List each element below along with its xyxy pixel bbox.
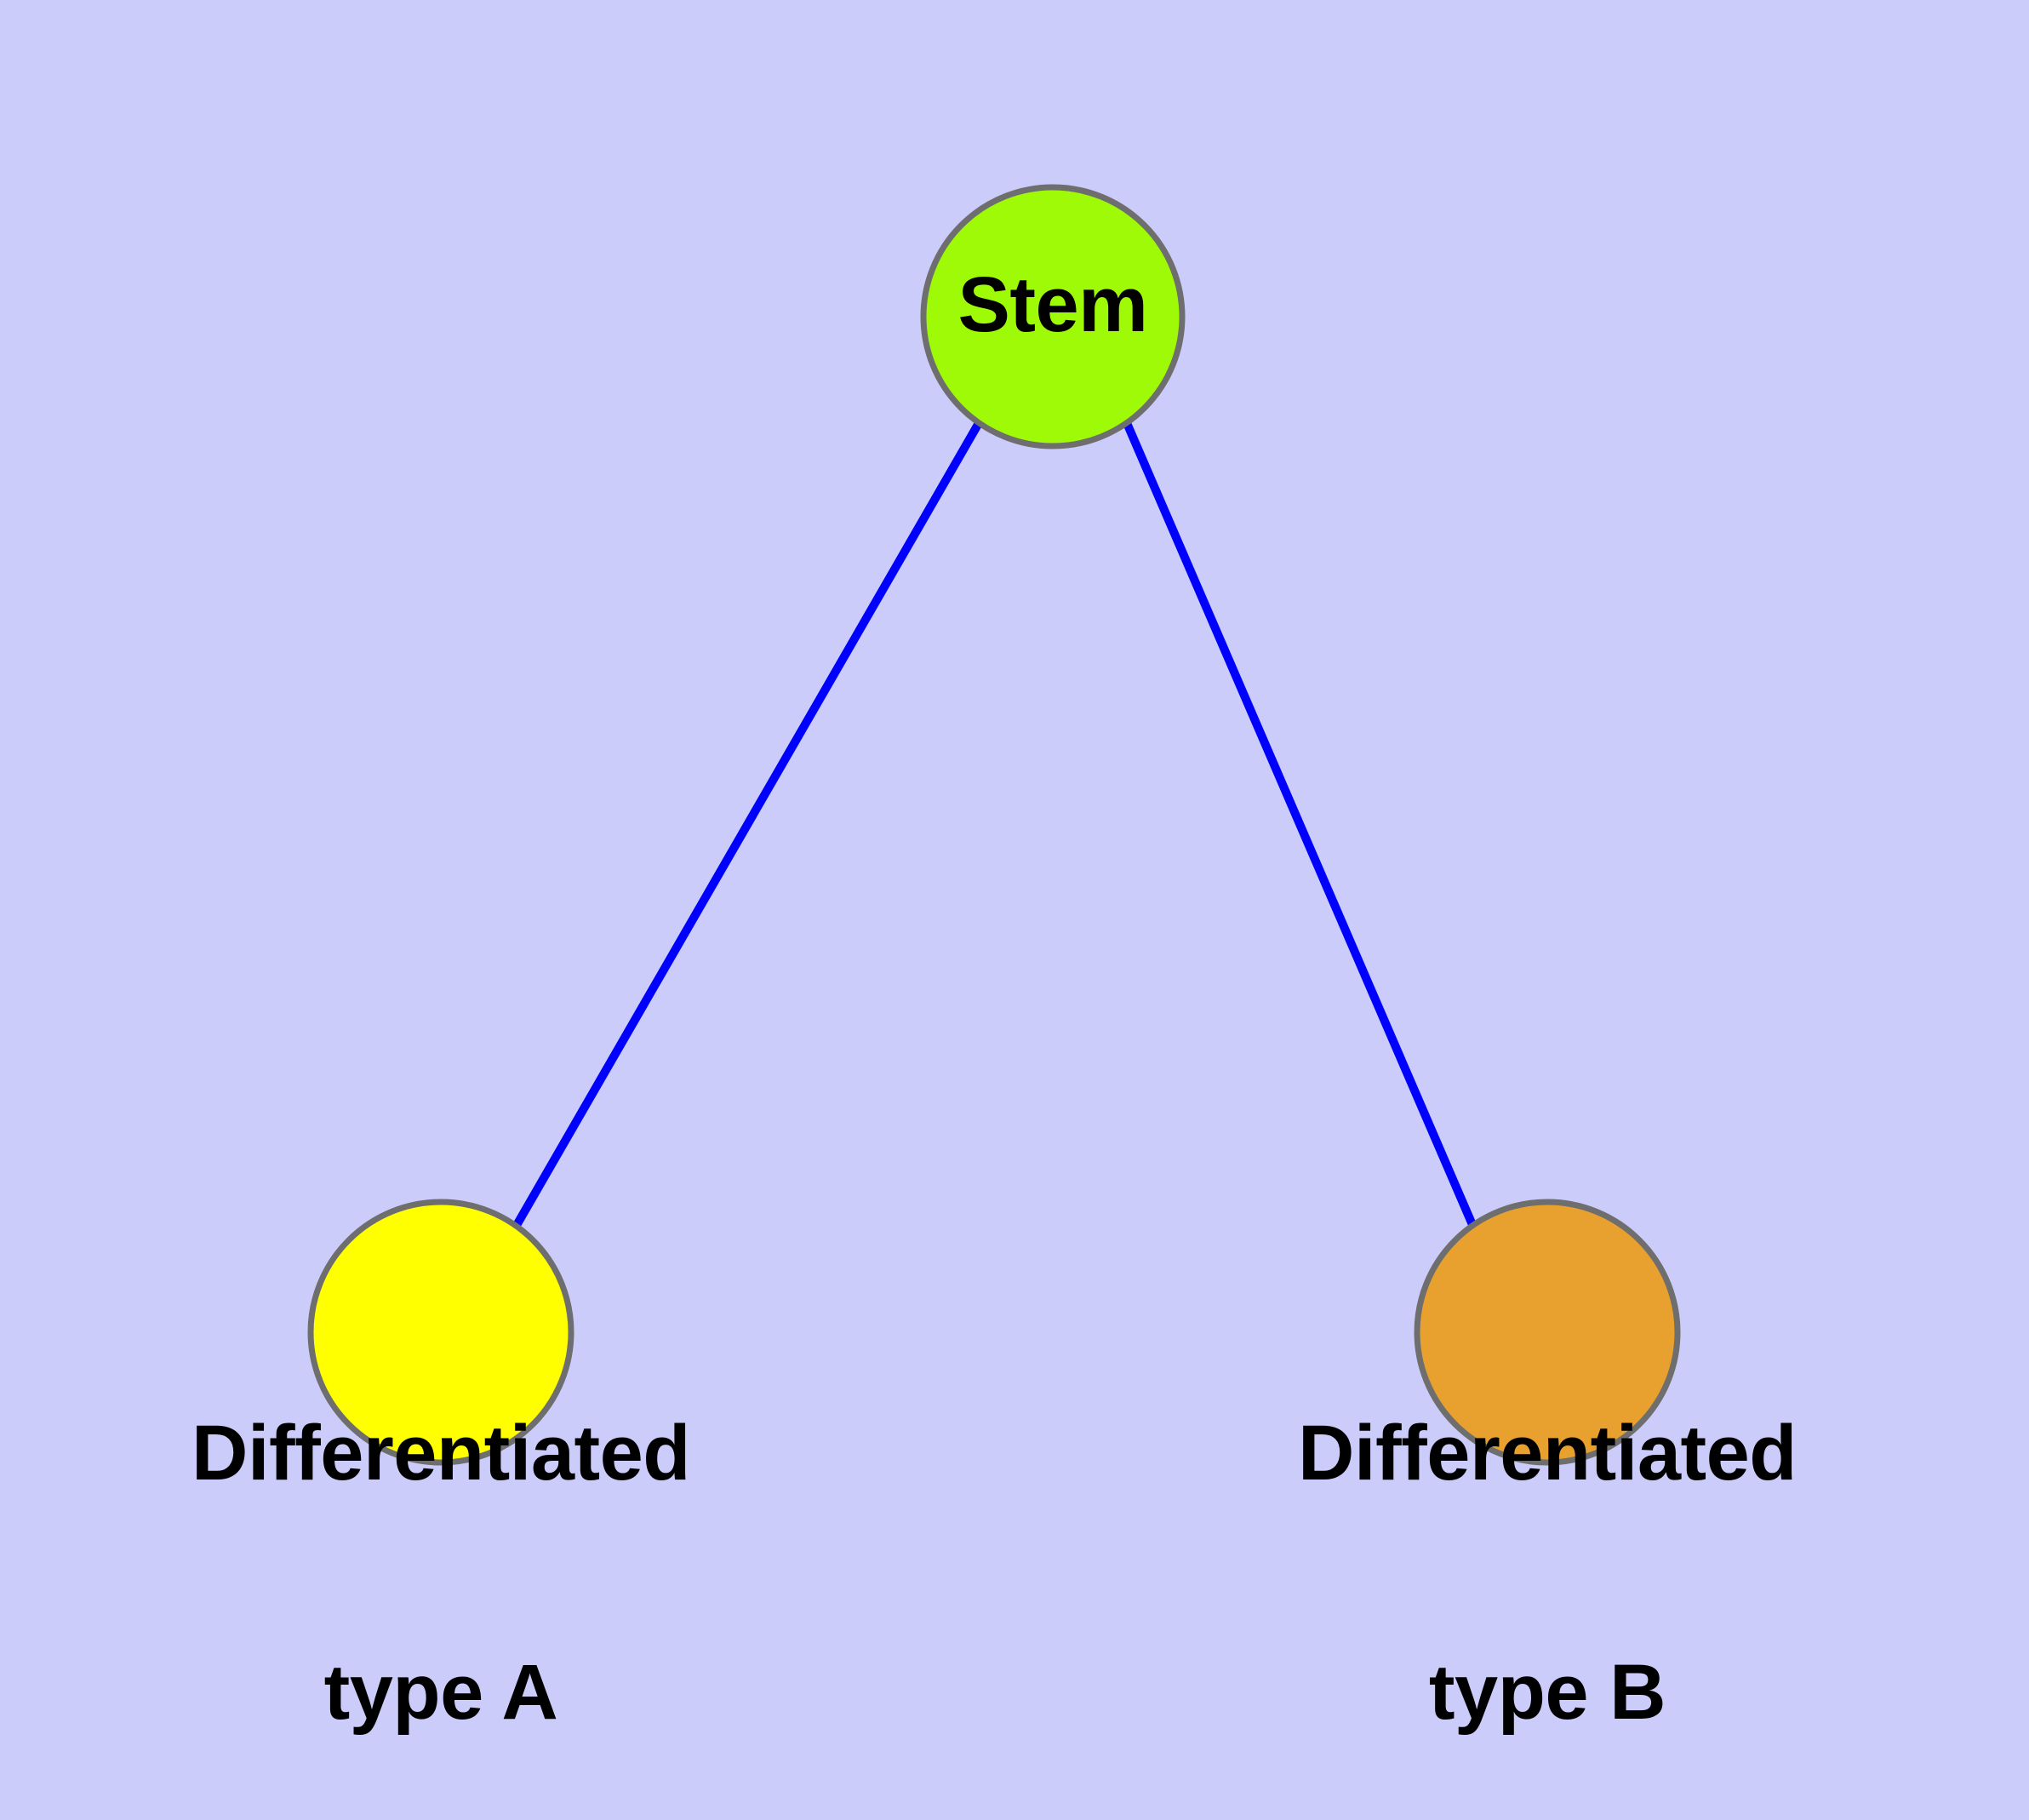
node-stem[interactable]	[920, 184, 1186, 449]
edge-stem-to-type-b[interactable]	[1123, 419, 1477, 1231]
node-type-b[interactable]	[1414, 1199, 1681, 1466]
edge-stem-to-type-a[interactable]	[512, 419, 983, 1231]
edges-layer	[512, 419, 1477, 1231]
nodes-layer	[307, 184, 1681, 1466]
node-type-a[interactable]	[307, 1199, 574, 1466]
